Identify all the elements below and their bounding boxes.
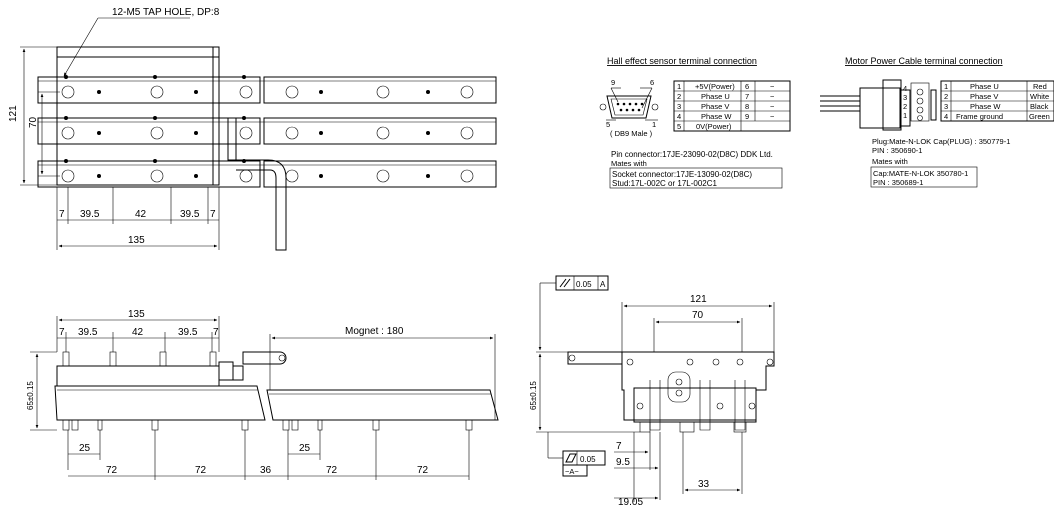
datum-a-label: −A− <box>565 467 579 476</box>
tap-hole-note: 12-M5 TAP HOLE, DP:8 <box>112 7 220 18</box>
parallel-datum: A <box>600 280 606 289</box>
cap-pin-note: PIN : 350689-1 <box>873 178 923 187</box>
pin-connector-note: Pin connector:17JE-23090-02(D8C) DDK Ltd… <box>611 150 773 159</box>
side-height: 65±0.15 <box>26 381 35 410</box>
end-dim-19-05: 19.05 <box>618 497 643 508</box>
hall-sensor-section: Hall effect sensor terminal connection 9… <box>599 56 791 189</box>
pin-1-label: 1 <box>652 120 656 129</box>
hall-cell: 9 <box>745 112 749 121</box>
plug-pin-4: 4 <box>903 84 907 93</box>
hall-cell: 2 <box>677 92 681 101</box>
motor-pin-table: 1 Phase U Red 2 Phase V White 3 Phase W … <box>940 80 1054 122</box>
plug-note: Plug:Mate-N-LOK Cap(PLUG) : 350779-1 <box>872 137 1010 146</box>
pin-9-label: 9 <box>611 78 615 87</box>
end-dim-33: 33 <box>698 479 710 490</box>
motor-mates-with: Mates with <box>872 157 908 166</box>
side-dim-72-b: 72 <box>195 465 207 476</box>
hall-sensor-title: Hall effect sensor terminal connection <box>607 56 757 66</box>
hall-cell: 7 <box>745 92 749 101</box>
pin-6-label: 6 <box>650 78 654 87</box>
motor-cell: Phase U <box>970 82 999 91</box>
plug-pin-2: 2 <box>903 102 907 111</box>
flatness-tolerance: 0.05 <box>580 455 596 464</box>
side-view: 135 7 39.5 42 39.5 7 Mognet : 180 <box>26 309 499 480</box>
hall-cell: Phase V <box>701 102 729 111</box>
magnet-length-label: Mognet : 180 <box>345 326 404 337</box>
hall-cell: 3 <box>677 102 681 111</box>
dim-7-left: 7 <box>59 209 65 220</box>
motor-cell: 4 <box>944 112 948 121</box>
plug-pin-3: 3 <box>903 93 907 102</box>
dim-42: 42 <box>135 209 147 220</box>
hall-cell: − <box>770 82 775 91</box>
hall-mates-with: Mates with <box>611 159 647 168</box>
end-dim-121: 121 <box>690 294 707 305</box>
side-dim-7-left: 7 <box>59 327 65 338</box>
hall-cell: 5 <box>677 122 681 131</box>
stud-note: Stud:17L-002C or 17L-002C1 <box>612 179 718 188</box>
motor-cell: Frame ground <box>956 112 1003 121</box>
plug-pin-1: 1 <box>903 111 907 120</box>
dim-39-5-left: 39.5 <box>80 209 100 220</box>
side-dim-72-a: 72 <box>106 465 118 476</box>
side-dim-25-right: 25 <box>299 443 311 454</box>
dim-135: 135 <box>128 235 145 246</box>
end-view: 0.05 A 121 70 <box>529 275 775 508</box>
dim-70: 70 <box>28 116 39 128</box>
end-dim-7: 7 <box>616 441 622 452</box>
side-dim-135: 135 <box>128 309 145 320</box>
side-dim-39-5-right: 39.5 <box>178 327 198 338</box>
hall-cell: Phase W <box>701 112 732 121</box>
motor-cable-section: Motor Power Cable terminal connection 4 … <box>820 56 1054 188</box>
motor-cell: Phase W <box>970 102 1001 111</box>
motor-cell: Phase V <box>970 92 998 101</box>
end-dim-9-5: 9.5 <box>616 457 630 468</box>
end-height: 65±0.15 <box>529 381 538 410</box>
side-dim-39-5-left: 39.5 <box>78 327 98 338</box>
dim-39-5-right: 39.5 <box>180 209 200 220</box>
magnet-rail-top <box>37 76 497 104</box>
hall-cell: − <box>770 92 775 101</box>
motor-cell: White <box>1030 92 1049 101</box>
plug-pin-note: PIN : 350690-1 <box>872 146 922 155</box>
db9-connector-icon <box>599 95 659 119</box>
hall-cell: − <box>770 102 775 111</box>
hall-cell: 1 <box>677 82 681 91</box>
motor-cell: Red <box>1033 82 1047 91</box>
motor-cell: 3 <box>944 102 948 111</box>
side-dim-72-c: 72 <box>326 465 338 476</box>
socket-connector-note: Socket connector:17JE-13090-02(D8C) <box>612 170 752 179</box>
hall-pin-table: 1 +5V(Power) 6 − 2 Phase U 7 − 3 Phase V… <box>673 80 791 132</box>
hall-cell: 0V(Power) <box>696 122 732 131</box>
pin-5-label: 5 <box>606 120 610 129</box>
hall-cell: − <box>770 112 775 121</box>
side-dim-36: 36 <box>260 465 272 476</box>
plug-icon <box>820 79 937 131</box>
motor-cell: Green <box>1029 112 1050 121</box>
hall-cell: Phase U <box>701 92 730 101</box>
hall-cell: 4 <box>677 112 681 121</box>
dim-121: 121 <box>8 105 19 122</box>
hall-cell: 8 <box>745 102 749 111</box>
magnet-rail-middle <box>37 117 497 145</box>
side-dim-25-left: 25 <box>79 443 91 454</box>
motor-cell: 1 <box>944 82 948 91</box>
motor-cell: 2 <box>944 92 948 101</box>
parallel-tolerance: 0.05 <box>576 280 592 289</box>
hall-cell: +5V(Power) <box>695 82 735 91</box>
side-dim-72-d: 72 <box>417 465 429 476</box>
motor-cable-title: Motor Power Cable terminal connection <box>845 56 1003 66</box>
hall-cell: 6 <box>745 82 749 91</box>
side-dim-7-right: 7 <box>213 327 219 338</box>
dim-7-right: 7 <box>210 209 216 220</box>
motor-cell: Black <box>1030 102 1049 111</box>
top-view: 12-M5 TAP HOLE, DP:8 <box>8 7 497 251</box>
db9-connector-label: ( DB9 Male ) <box>610 129 653 138</box>
end-dim-70: 70 <box>692 310 704 321</box>
cap-note: Cap:MATE-N-LOK 350780-1 <box>873 169 968 178</box>
magnet-rail-bottom <box>37 160 497 188</box>
side-dim-42: 42 <box>132 327 144 338</box>
